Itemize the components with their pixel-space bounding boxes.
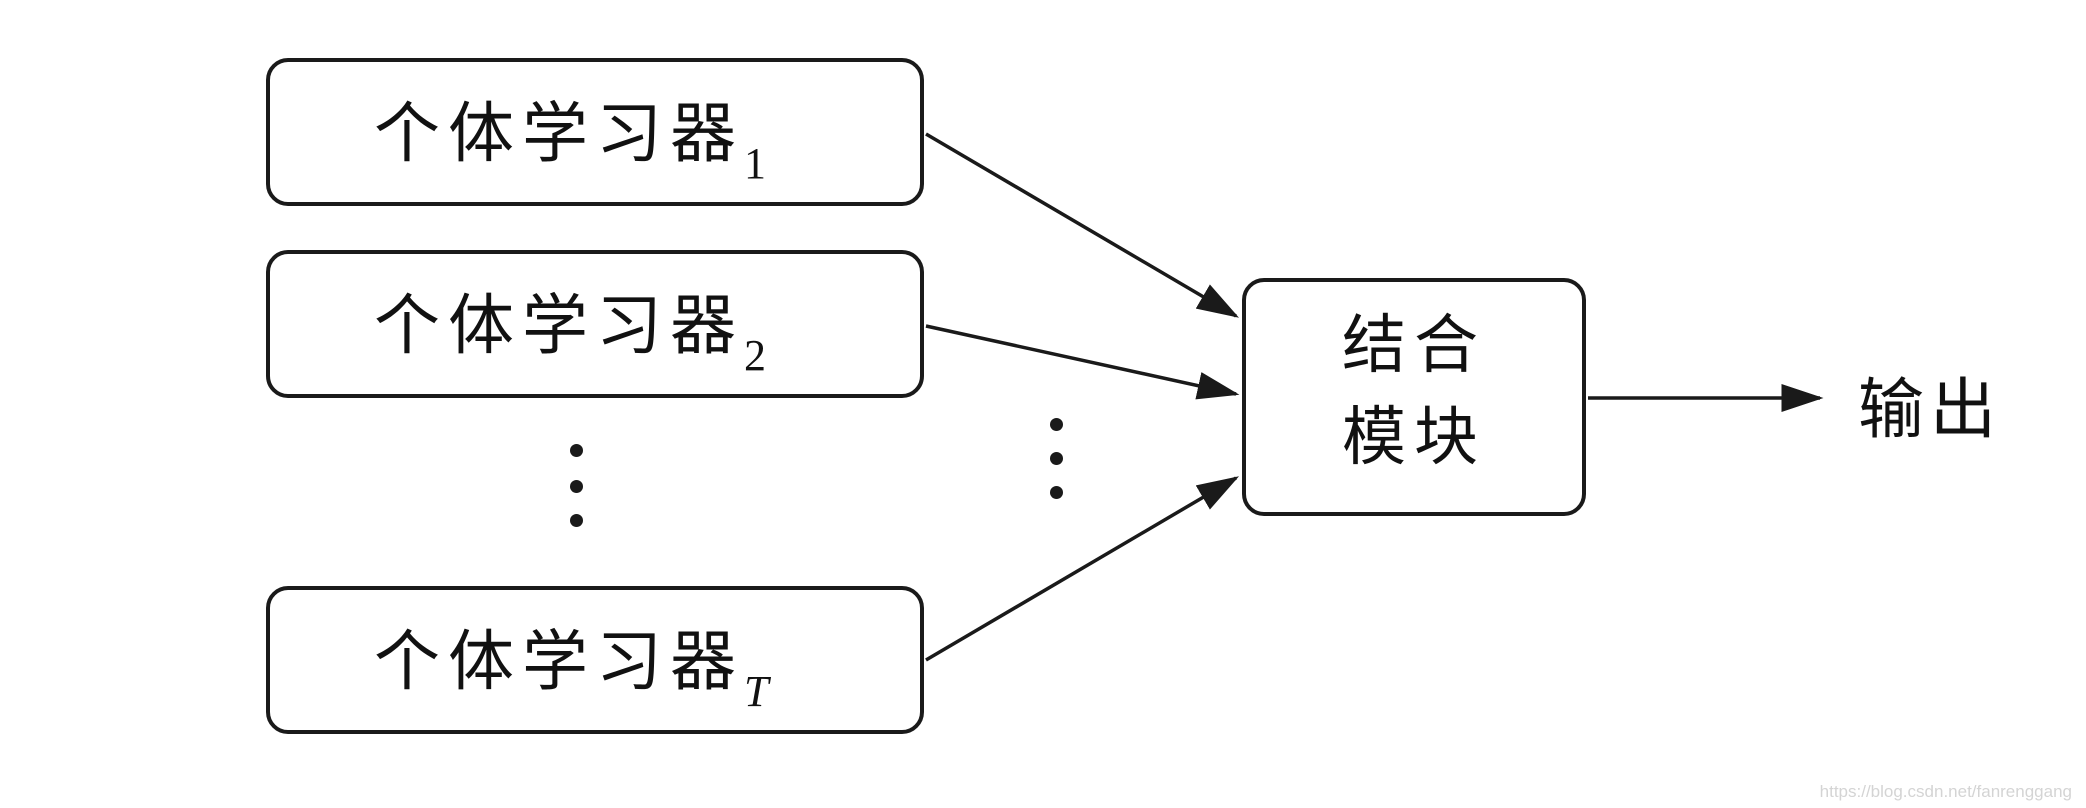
ellipsis-dot [1050, 452, 1063, 465]
combination-module-box: 结合 模块 [1242, 278, 1586, 516]
combination-module-line-2: 模块 [1342, 401, 1486, 475]
individual-learner-1-subscript: 1 [744, 139, 766, 188]
arrow-learner-1-to-combiner [925, 132, 1240, 318]
individual-learner-t-subscript: T [744, 667, 769, 716]
ellipsis-dot [570, 480, 583, 493]
arrow-learner-2-to-combiner [925, 324, 1240, 400]
ellipsis-dot [570, 444, 583, 457]
individual-learner-1-text: 个体学习器 [374, 95, 744, 172]
ellipsis-dot [570, 514, 583, 527]
individual-learner-1-label: 个体学习器1 [374, 95, 766, 189]
combination-module-line-1: 结合 [1342, 309, 1486, 383]
ellipsis-dot [1050, 418, 1063, 431]
individual-learner-t-label: 个体学习器T [374, 623, 768, 717]
arrow-learner-t-to-combiner [925, 476, 1240, 662]
individual-learner-2-box: 个体学习器2 [266, 250, 924, 398]
individual-learner-2-label: 个体学习器2 [374, 287, 766, 381]
individual-learner-2-text: 个体学习器 [374, 287, 744, 364]
individual-learner-t-text: 个体学习器 [374, 623, 744, 700]
watermark-url: https://blog.csdn.net/fanrenggang [1819, 782, 2072, 801]
ellipsis-dot [1050, 486, 1063, 499]
output-label: 输出 [1858, 371, 2002, 448]
individual-learner-1-box: 个体学习器1 [266, 58, 924, 206]
individual-learner-2-subscript: 2 [744, 331, 766, 380]
individual-learner-t-box: 个体学习器T [266, 586, 924, 734]
